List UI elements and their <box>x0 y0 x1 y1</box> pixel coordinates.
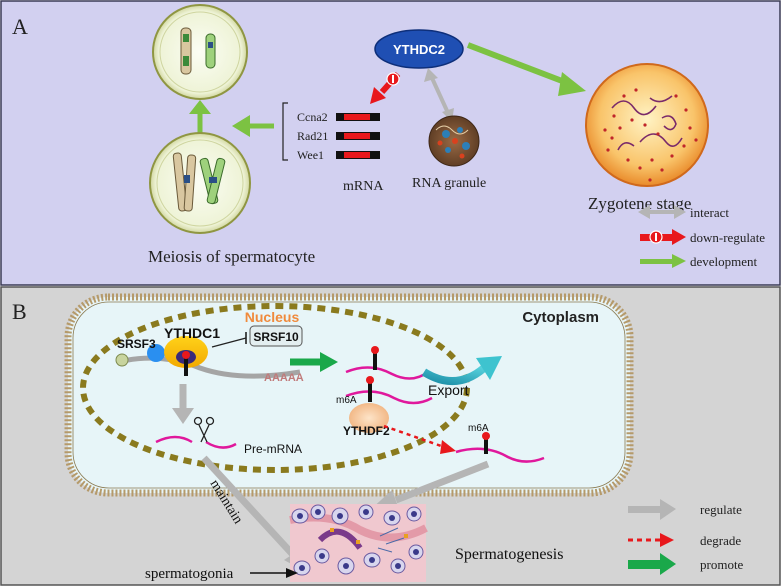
legend-development-label: development <box>690 254 758 269</box>
legend-degrade-label: degrade <box>700 533 741 548</box>
panel-a-letter: A <box>12 14 28 39</box>
srsf3-label: SRSF3 <box>117 337 156 351</box>
regulate-arrow-down-head <box>172 408 194 424</box>
m6a-mark-1 <box>182 351 190 359</box>
regulate-arrow-diagonal <box>394 460 490 504</box>
mrna-strand-2 <box>345 366 429 380</box>
ythdc1-label: YTHDC1 <box>164 325 220 341</box>
export-arrow <box>421 364 487 386</box>
gene-label-wee1: Wee1 <box>297 148 324 162</box>
degrade-arrow <box>383 424 445 449</box>
development-arrow-up-head <box>189 100 211 114</box>
spermatogenesis-tissue-image <box>289 504 428 582</box>
srsf10-box <box>249 325 303 347</box>
rna-strand-nuclear <box>117 355 301 379</box>
ythdc2-node <box>374 29 464 69</box>
m6a-stalk-3 <box>368 380 372 402</box>
pre-mrna-strand <box>155 435 237 449</box>
legend-interact-icon <box>638 205 686 219</box>
polya-label: AAAAA <box>264 372 304 384</box>
gene-label-ccna2: Ccna2 <box>297 110 328 124</box>
maintain-arrow <box>201 455 299 561</box>
zygotene-label: Zygotene stage <box>588 194 691 213</box>
promote-arrow-head <box>320 352 338 372</box>
cell-membrane-inner <box>72 301 626 489</box>
legend-regulate-label: regulate <box>700 502 742 517</box>
ythdf2-protein <box>349 403 389 433</box>
pre-mrna-label: Pre-mRNA <box>244 442 302 456</box>
srsf3-protein <box>147 344 165 362</box>
srsf10-label: SRSF10 <box>253 330 299 344</box>
spermatogonia-pointer-head <box>286 568 298 578</box>
m6a-stalk-2 <box>373 352 377 370</box>
inhibit-line <box>211 337 247 348</box>
downregulate-arrow <box>370 72 401 104</box>
nucleus-boundary <box>80 303 470 473</box>
m6a-stalk-4 <box>484 436 488 454</box>
meiosis-label: Meiosis of spermatocyte <box>148 247 315 266</box>
ythdc2-label: YTHDC2 <box>393 42 445 57</box>
m6a-mark-2 <box>371 346 379 354</box>
zygotene-cell <box>585 63 709 187</box>
legend-b: regulate degrade promote <box>628 499 744 575</box>
export-arrow-head <box>476 356 502 380</box>
m6a-mark-4 <box>482 432 490 440</box>
mrna-bars <box>336 113 380 159</box>
rna-granule-icon <box>428 115 480 167</box>
cytoplasm-label: Cytoplasm <box>522 309 599 326</box>
panel-b-letter: B <box>12 299 27 324</box>
m6a-label-2: m6A <box>468 423 489 434</box>
spermatocyte-cell-top <box>152 4 248 100</box>
m6a-stalk-1 <box>184 356 188 376</box>
gene-label-rad21: Rad21 <box>297 129 328 143</box>
development-arrow-left-head <box>232 115 250 137</box>
mrna-strand-3 <box>345 390 433 405</box>
export-label: Export <box>428 382 469 398</box>
nucleus-label: Nucleus <box>245 309 300 325</box>
legend-development-icon <box>640 254 686 268</box>
ythdf2-label: YTHDF2 <box>343 424 390 438</box>
mrna-label: mRNA <box>343 179 384 194</box>
gene-bracket <box>282 102 288 161</box>
legend-downregulate-label: down-regulate <box>690 230 765 245</box>
degrade-arrow-head <box>440 440 456 454</box>
legend-a: interact down-regulate development <box>638 205 765 269</box>
legend-interact-label: interact <box>690 205 729 220</box>
m6a-mark-3 <box>366 376 374 384</box>
legend-regulate-icon <box>628 499 676 520</box>
legend-promote-icon <box>628 553 676 575</box>
legend-degrade-icon <box>628 533 674 547</box>
development-arrow-right <box>466 42 572 87</box>
spermatogonia-label: spermatogonia <box>145 566 234 582</box>
mrna-strand-cytoplasm <box>455 447 545 463</box>
spermatocyte-cell-bottom <box>149 132 251 234</box>
scissors-icon <box>193 416 215 443</box>
rna-granule-label: RNA granule <box>412 176 486 191</box>
legend-downregulate-icon <box>640 229 686 245</box>
m6a-label-1: m6A <box>336 395 357 406</box>
cap-structure <box>115 353 129 367</box>
legend-promote-label: promote <box>700 557 744 572</box>
development-arrow-right-head <box>558 72 586 96</box>
spermatogenesis-label: Spermatogenesis <box>455 546 563 563</box>
